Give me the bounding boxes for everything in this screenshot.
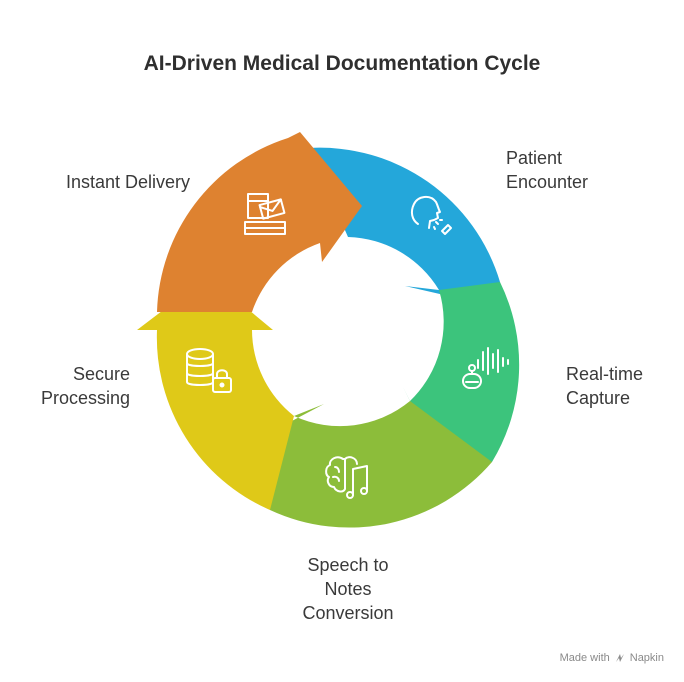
segment-patient-encounter [309,147,522,306]
mailbox-icon [244,193,286,235]
segment-real-time-capture [403,282,520,462]
made-with-text: Made with [559,652,610,664]
robot-soundwave-icon [462,347,509,389]
label-patient-encounter: Patient Encounter [506,148,589,192]
diagram-title: AI-Driven Medical Documentation Cycle [143,52,541,75]
brain-music-icon [325,456,368,499]
segment-speech-to-notes [252,401,492,528]
napkin-brand-text: Napkin [629,652,664,664]
napkin-logo-icon [615,654,624,662]
napkin-watermark: Made with Napkin [560,652,664,664]
patient-speaking-icon [410,196,452,235]
label-secure-processing: Secure Processing [40,364,130,408]
label-real-time-capture: Real-time Capture [566,364,644,408]
label-instant-delivery: Instant Delivery [65,172,190,192]
label-speech-to-notes: Speech to Notes Conversion [302,555,394,623]
database-lock-icon [186,348,232,393]
